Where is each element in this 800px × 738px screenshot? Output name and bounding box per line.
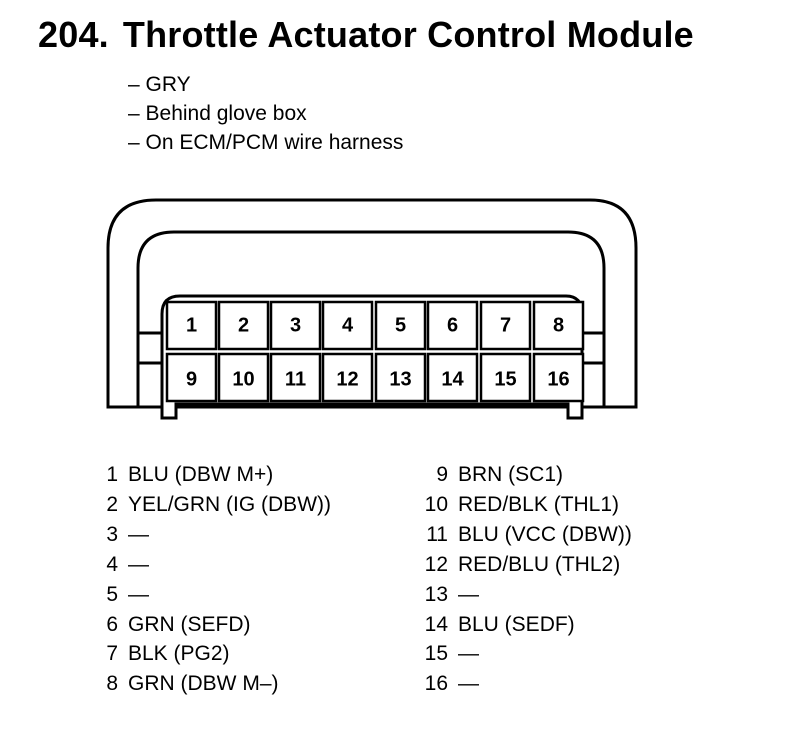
pinout-row: 6 GRN (SEFD) (100, 610, 331, 640)
pinout-row: 1 BLU (DBW M+) (100, 460, 331, 490)
pin-label-16: 16 (547, 368, 569, 390)
pin-wire-description: GRN (SEFD) (128, 612, 251, 636)
pin-cavity-9 (165, 352, 218, 403)
pin-label-10: 10 (232, 368, 254, 390)
pinout-right-column: 9 BRN (SC1) 10 RED/BLK (THL1) 11 BLU (VCC (DB… (418, 460, 632, 699)
pin-number: 3 (106, 522, 118, 546)
pinout-row: 3— (100, 520, 331, 550)
pinout-row: 15 — (418, 639, 632, 669)
pin-wire-description: BRN (SC1) (458, 463, 564, 486)
pin-label-4: 4 (342, 314, 354, 336)
pin-number: 5 (106, 582, 118, 606)
pin-cavity-13 (374, 352, 427, 403)
pin-number: 8 (106, 672, 118, 696)
pinout-row: 2 YEL/GRN (IG (DBW)) (100, 490, 331, 520)
pin-cavity-15 (479, 352, 532, 403)
pin-cavity-12 (321, 352, 374, 403)
pin-wire-description: — (128, 552, 149, 576)
pin-number: 7 (106, 642, 118, 666)
pin-number: 10 (424, 492, 448, 516)
pin-number: 15 (424, 642, 448, 666)
pin-wire-description: — (458, 642, 479, 666)
pinout-row: 4— (100, 550, 331, 580)
pin-wire-description: — (128, 522, 149, 546)
pin-wire-description: BLU (SEDF) (458, 612, 575, 636)
pin-number: 4 (106, 552, 118, 576)
pin-cavity-3 (269, 300, 322, 351)
section-number: 204. (38, 14, 109, 55)
pinout-row: 7 BLK (PG2) (100, 639, 331, 669)
pin-wire-description: BLU (VCC (DBW)) (458, 522, 632, 546)
pin-label-9: 9 (186, 368, 197, 390)
pin-number: 13 (424, 582, 448, 606)
pin-label-2: 2 (238, 314, 249, 336)
pin-wire-description: YEL/GRN (IG (DBW)) (128, 492, 331, 516)
pin-number: 11 (426, 522, 448, 546)
pin-number: 2 (106, 492, 118, 516)
pin-label-5: 5 (395, 314, 406, 336)
pin-cavity-8 (532, 300, 585, 351)
note-location: – Behind glove box (128, 102, 307, 125)
page-title: 204. Throttle Actuator Control Module (38, 14, 694, 56)
pin-cavity-2 (217, 300, 270, 351)
pinout-row: 14 BLU (SEDF) (418, 610, 632, 640)
pin-number: 14 (424, 612, 448, 636)
pin-wire-description: BLU (DBW M+) (128, 463, 274, 486)
pinout-row: 10 RED/BLK (THL1) (418, 490, 632, 520)
pin-label-6: 6 (447, 314, 458, 336)
pin-label-12: 12 (336, 368, 358, 390)
pin-number: 6 (106, 612, 118, 636)
left-latch-tab (136, 331, 165, 365)
pin-label-11: 11 (285, 368, 306, 390)
pin-label-7: 7 (500, 314, 511, 336)
pin-label-8: 8 (553, 314, 564, 336)
pin-wire-description: RED/BLU (THL2) (458, 552, 621, 576)
pin-cavity-7 (479, 300, 532, 351)
pin-label-13: 13 (389, 368, 411, 390)
pin-number: 16 (424, 672, 448, 696)
pin-wire-description: BLK (PG2) (128, 642, 230, 666)
pin-cavity-14 (426, 352, 479, 403)
pin-label-14: 14 (441, 368, 464, 390)
connector-notes: – GRY – Behind glove box – On ECM/PCM wi… (128, 70, 403, 157)
connector-hood-outer (106, 198, 638, 409)
pin-cavity-16 (532, 352, 585, 403)
section-title: Throttle Actuator Control Module (122, 14, 694, 55)
pin-label-3: 3 (290, 314, 301, 336)
pin-wire-description: GRN (DBW M–) (128, 672, 279, 696)
pin-number: 9 (436, 463, 448, 486)
pinout-row: 5— (100, 580, 331, 610)
pin-cavity-1 (165, 300, 218, 351)
pin-cavity-5 (374, 300, 427, 351)
pin-cavity-6 (426, 300, 479, 351)
pin-wire-description: — (458, 582, 479, 606)
pin-number: 1 (106, 463, 118, 486)
note-harness: – On ECM/PCM wire harness (128, 131, 404, 154)
pin-wire-description: — (458, 672, 479, 696)
pinout-row: 16 — (418, 669, 632, 699)
pinout-row: 8 GRN (DBW M–) (100, 669, 331, 699)
pin-number: 12 (424, 552, 448, 576)
pinout-row: 13 — (418, 580, 632, 610)
pin-wire-description: RED/BLK (THL1) (458, 492, 620, 516)
connector-hood-inner (136, 230, 606, 407)
pinout-row: 9 BRN (SC1) (418, 460, 632, 490)
pin-wire-description: — (128, 582, 149, 606)
pin-cavity-4 (321, 300, 374, 351)
pin-label-1: 1 (186, 314, 197, 336)
pin-cavity-10 (217, 352, 270, 403)
note-color: – GRY (128, 73, 191, 96)
pinout-row: 11 BLU (VCC (DBW)) (418, 520, 632, 550)
pin-label-15: 15 (494, 368, 516, 390)
pin-cavity-11 (269, 352, 322, 403)
pinout-row: 12 RED/BLU (THL2) (418, 550, 632, 580)
